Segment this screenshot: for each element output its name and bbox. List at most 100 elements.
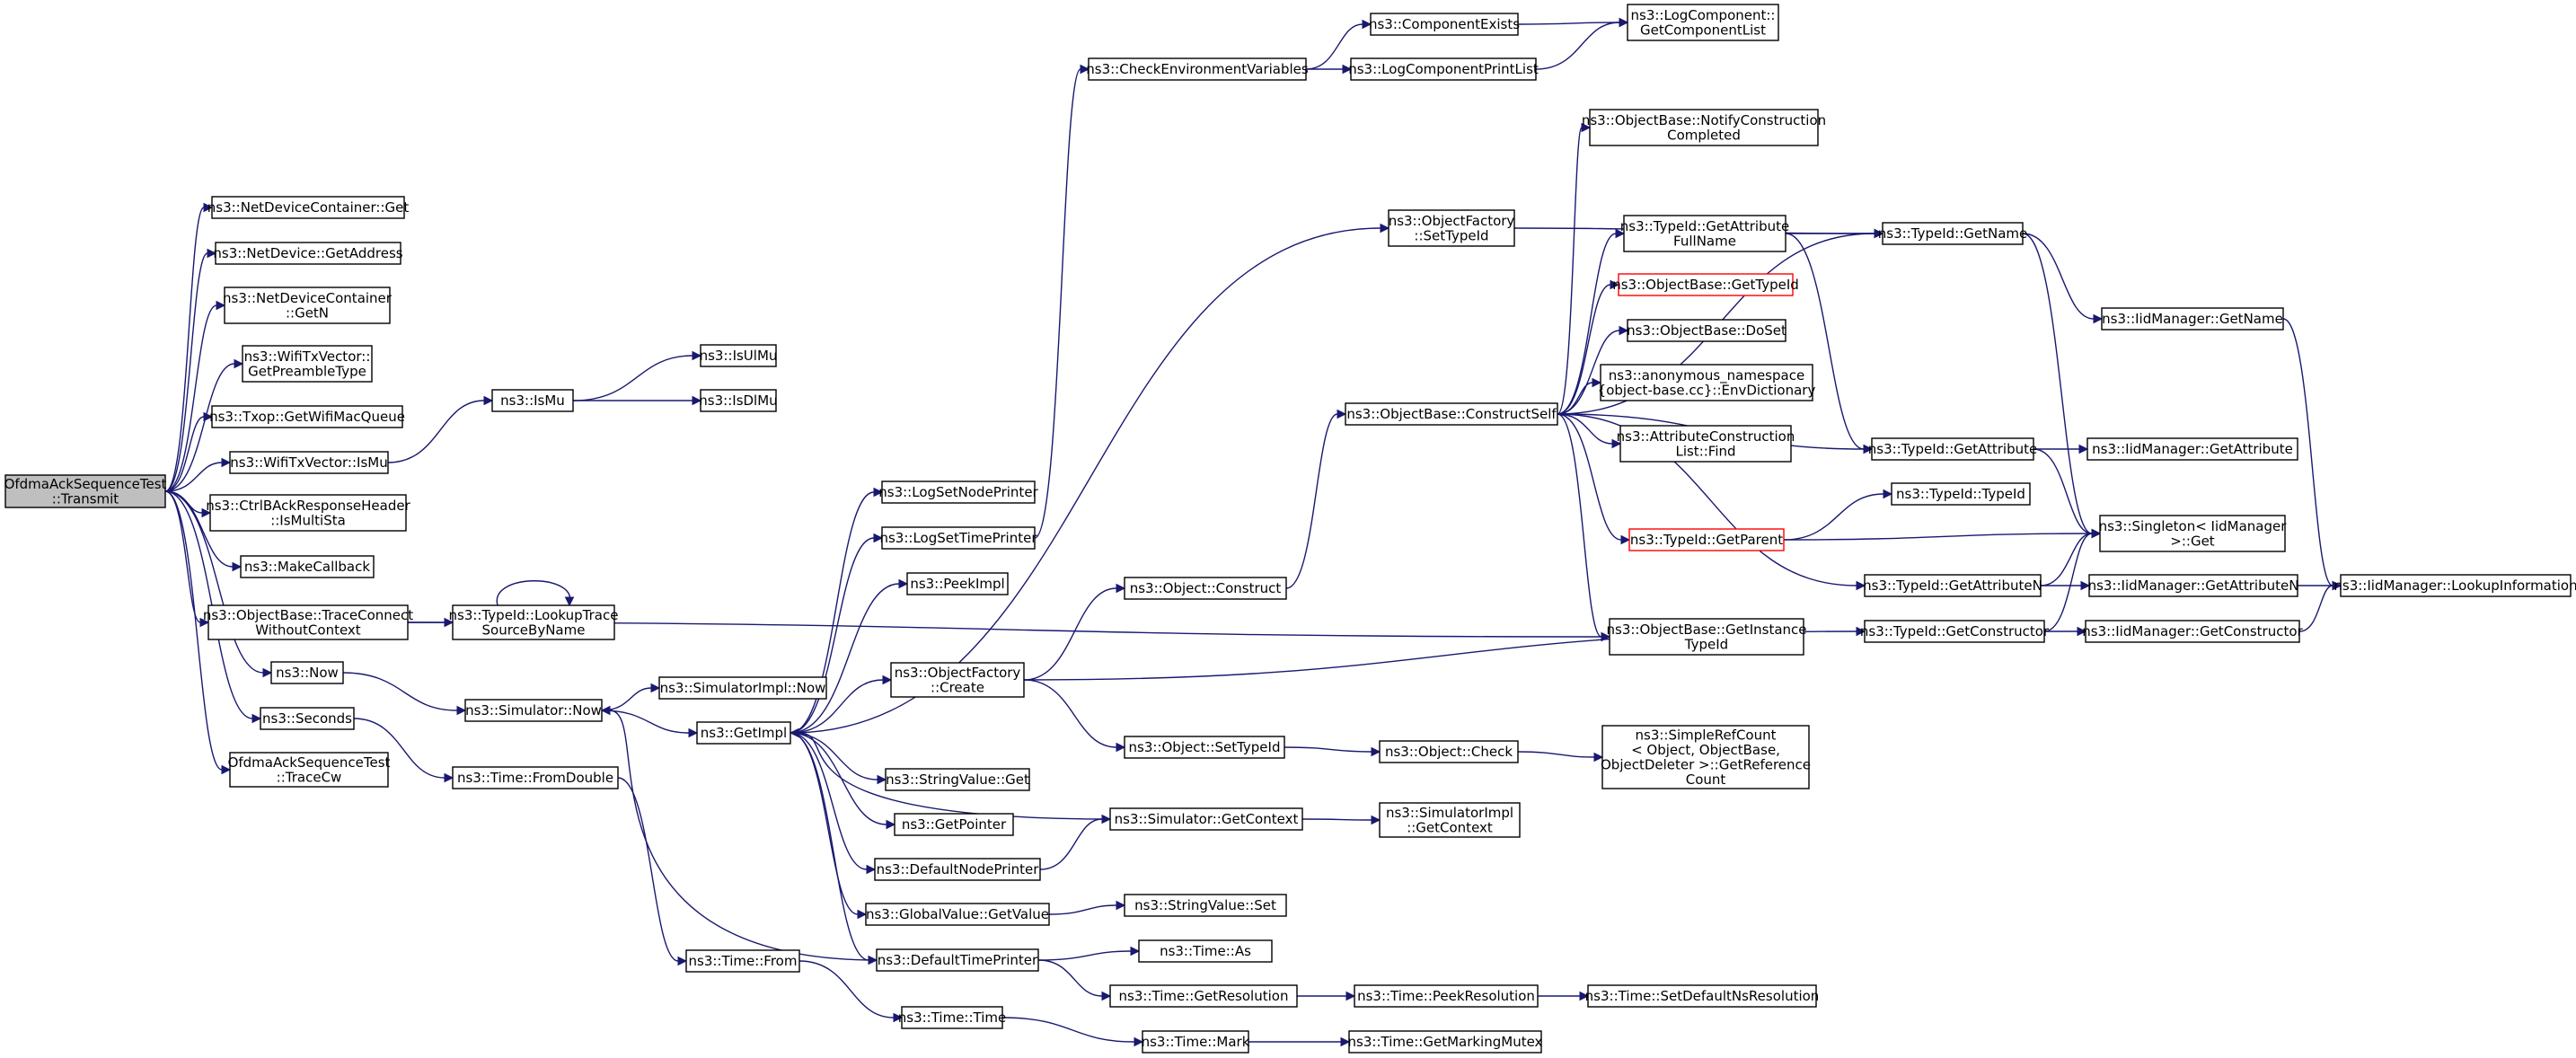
- node-typeid_getparent[interactable]: ns3::TypeId::GetParent: [1628, 528, 1785, 551]
- node-isulmu[interactable]: ns3::IsUlMu: [700, 344, 778, 367]
- node-wtv_getpreamble[interactable]: ns3::WifiTxVector::GetPreambleType: [242, 345, 373, 383]
- node-seconds[interactable]: ns3::Seconds: [260, 707, 355, 730]
- node-sim_now[interactable]: ns3::Simulator::Now: [464, 699, 603, 722]
- node-time_from[interactable]: ns3::Time::From: [685, 949, 800, 973]
- node-ctrlback[interactable]: ns3::CtrlBAckResponseHeader::IsMultiSta: [206, 494, 411, 532]
- node-logsettimeprinter[interactable]: ns3::LogSetTimePrinter: [879, 526, 1037, 550]
- node-singleton_get[interactable]: ns3::Singleton< IidManager>::Get: [2099, 515, 2288, 552]
- arrowhead: [1340, 1036, 1351, 1047]
- node-isdlmu[interactable]: ns3::IsDlMu: [699, 389, 778, 412]
- node-defaulttimeprinter[interactable]: ns3::DefaultTimePrinter: [876, 948, 1039, 972]
- edge-constructself-to-objbase_gettypeid: [1557, 279, 1620, 415]
- node-stringvalue_get[interactable]: ns3::StringValue::Get: [885, 768, 1030, 791]
- node-getpointer[interactable]: ns3::GetPointer: [894, 813, 1014, 836]
- node-ismu[interactable]: ns3::IsMu: [491, 389, 574, 412]
- edge-line: [790, 679, 884, 734]
- node-now[interactable]: ns3::Now: [270, 661, 344, 684]
- node-object_check[interactable]: ns3::Object::Check: [1379, 740, 1519, 763]
- node-label: ns3::PeekImpl: [910, 576, 1004, 592]
- node-checkenv[interactable]: ns3::CheckEnvironmentVariables: [1086, 57, 1309, 81]
- arrowhead: [677, 956, 688, 966]
- node-label: ::TraceCw: [277, 769, 342, 785]
- node-typeid_getattributen[interactable]: ns3::TypeId::GetAttributeN: [1863, 574, 2042, 597]
- node-simplerefcount[interactable]: ns3::SimpleRefCount< Object, ObjectBase,…: [1601, 725, 1811, 789]
- node-time_peekresolution[interactable]: ns3::Time::PeekResolution: [1354, 984, 1539, 1008]
- node-txop_getwifimac[interactable]: ns3::Txop::GetWifiMacQueue: [209, 405, 405, 428]
- node-logsetnodeprinter[interactable]: ns3::LogSetNodePrinter: [878, 481, 1039, 504]
- node-time_as[interactable]: ns3::Time::As: [1138, 939, 1273, 963]
- node-label: ns3::IidManager::GetAttributeN: [2088, 577, 2299, 594]
- node-time_fromdouble[interactable]: ns3::Time::FromDouble: [452, 766, 619, 789]
- node-box: [1891, 482, 2031, 506]
- node-box: [890, 662, 1025, 698]
- node-time_getmarkingmutex[interactable]: ns3::Time::GetMarkingMutex: [1348, 1030, 1543, 1054]
- node-globalvalue_getvalue[interactable]: ns3::GlobalValue::GetValue: [865, 903, 1050, 926]
- node-logcomponentprintlist[interactable]: ns3::LogComponentPrintList: [1348, 57, 1539, 81]
- node-typeid_typeid[interactable]: ns3::TypeId::TypeId: [1891, 482, 2031, 506]
- node-tracecw[interactable]: OfdmaAckSequenceTest::TraceCw: [228, 752, 391, 788]
- edge-line: [1517, 22, 1620, 25]
- node-componentexists[interactable]: ns3::ComponentExists: [1369, 13, 1520, 36]
- node-box: [209, 494, 407, 532]
- node-typeid_getattribute[interactable]: ns3::TypeId::GetAttribute: [1868, 437, 2037, 461]
- node-label: ::GetN: [286, 304, 329, 321]
- node-object_settypeid[interactable]: ns3::Object::SetTypeId: [1124, 736, 1285, 759]
- node-defaultnodeprinter[interactable]: ns3::DefaultNodePrinter: [874, 858, 1041, 881]
- node-notifyconstruction[interactable]: ns3::ObjectBase::NotifyConstructionCompl…: [1582, 109, 1826, 146]
- node-lookupinformation[interactable]: ns3::IidManager::LookupInformation: [2333, 574, 2576, 597]
- node-objbase_doset[interactable]: ns3::ObjectBase::DoSet: [1627, 319, 1786, 342]
- node-time_setdefaultns[interactable]: ns3::Time::SetDefaultNsResolution: [1585, 984, 1820, 1008]
- node-ndc_getn[interactable]: ns3::NetDeviceContainer::GetN: [223, 287, 393, 324]
- node-box: [901, 1006, 1003, 1029]
- node-iidmanager_getconstructor[interactable]: ns3::IidManager::GetConstructor: [2082, 620, 2304, 643]
- node-peekimpl[interactable]: ns3::PeekImpl: [906, 572, 1009, 595]
- arrowhead: [1581, 122, 1592, 133]
- node-nd_getaddress[interactable]: ns3::NetDevice::GetAddress: [213, 242, 403, 265]
- arrowhead: [1619, 17, 1629, 28]
- edge-typeid_getname-to-iidmanager_getname: [2022, 233, 2104, 324]
- node-ndc_get[interactable]: ns3::NetDeviceContainer::Get: [207, 196, 410, 219]
- node-constructself[interactable]: ns3::ObjectBase::ConstructSelf: [1345, 402, 1558, 426]
- node-objfactory_create[interactable]: ns3::ObjectFactory::Create: [890, 662, 1025, 698]
- node-time_time[interactable]: ns3::Time::Time: [898, 1006, 1007, 1029]
- node-objfactory_settypeid[interactable]: ns3::ObjectFactory::SetTypeId: [1388, 209, 1515, 247]
- edge-defaulttimeprinter-to-time_getresolution: [1037, 959, 1112, 1001]
- node-box: [1124, 577, 1287, 600]
- node-logcomponent_getlist[interactable]: ns3::LogComponent::GetComponentList: [1627, 4, 1779, 41]
- node-time_getresolution[interactable]: ns3::Time::GetResolution: [1109, 984, 1298, 1008]
- edge-line: [601, 710, 690, 734]
- node-typeid_getname[interactable]: ns3::TypeId::GetName: [1878, 222, 2027, 245]
- node-objbase_gettypeid[interactable]: ns3::ObjectBase::GetTypeId: [1612, 273, 1799, 296]
- node-getimpl[interactable]: ns3::GetImpl: [696, 721, 791, 745]
- arrowhead: [2093, 313, 2104, 324]
- node-label: TypeId: [1684, 636, 1728, 652]
- node-root[interactable]: OfdmaAckSequenceTest::Transmit: [4, 474, 167, 508]
- node-envdictionary[interactable]: ns3::anonymous_namespace{object-base.cc}…: [1598, 364, 1816, 401]
- node-simimpl_now[interactable]: ns3::SimulatorImpl::Now: [658, 676, 827, 700]
- arrowhead: [1874, 228, 1884, 239]
- node-box: [1124, 736, 1285, 759]
- node-makecallback[interactable]: ns3::MakeCallback: [240, 555, 375, 578]
- node-wtv_ismu[interactable]: ns3::WifiTxVector::IsMu: [229, 451, 389, 474]
- node-label: ns3::IsMu: [500, 392, 565, 409]
- node-label: ns3::WifiTxVector::: [244, 348, 371, 365]
- node-iidmanager_getname[interactable]: ns3::IidManager::GetName: [2101, 307, 2284, 331]
- node-tracecontext[interactable]: ns3::ObjectBase::TraceConnectWithoutCont…: [203, 604, 413, 640]
- edge-line: [1301, 818, 1372, 821]
- node-box: [1627, 4, 1779, 41]
- node-typeid_getconstructor[interactable]: ns3::TypeId::GetConstructor: [1860, 620, 2050, 643]
- node-simimpl_getcontext[interactable]: ns3::SimulatorImpl::GetContext: [1379, 802, 1521, 838]
- node-object_construct[interactable]: ns3::Object::Construct: [1124, 577, 1287, 600]
- node-time_mark[interactable]: ns3::Time::Mark: [1142, 1030, 1250, 1054]
- node-iidmanager_getattributen[interactable]: ns3::IidManager::GetAttributeN: [2088, 574, 2299, 597]
- node-label: GetComponentList: [1640, 22, 1766, 38]
- node-stringvalue_set[interactable]: ns3::StringValue::Set: [1124, 894, 1287, 917]
- node-iidmanager_getattribute[interactable]: ns3::IidManager::GetAttribute: [2086, 437, 2298, 461]
- node-sim_getcontext[interactable]: ns3::Simulator::GetContext: [1109, 807, 1303, 831]
- edge-seconds-to-time_fromdouble: [353, 718, 454, 783]
- arrowhead: [1371, 746, 1381, 757]
